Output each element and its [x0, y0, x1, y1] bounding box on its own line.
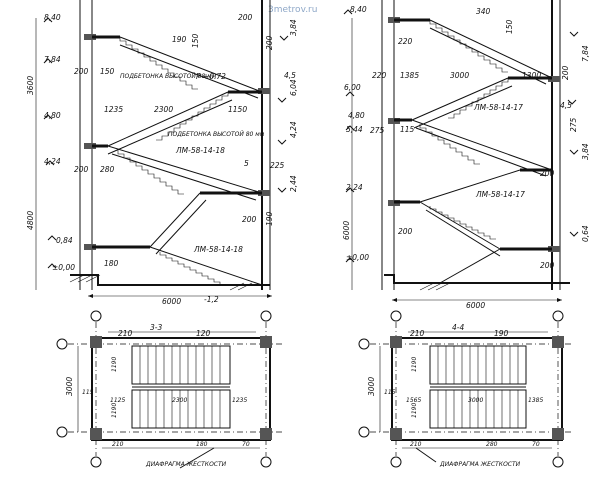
elevation-label: 4,5	[560, 101, 572, 110]
plan-caption: ДИАФРАГМА ЖЕСТКОСТИ	[439, 461, 521, 468]
dimension: 1235	[232, 397, 247, 404]
dimension: 200	[561, 65, 570, 80]
plan-left: 3-3 210 120 3000 1190 1190 115 1125 2300…	[56, 310, 282, 469]
dimension: 190	[494, 329, 509, 338]
dimension: 200	[74, 67, 89, 76]
elevation-label: 4,24	[44, 157, 61, 166]
dimension: 190	[265, 211, 274, 226]
dimension: 3000	[367, 377, 376, 396]
elevation-label: 3,84	[581, 143, 590, 160]
elevation-label: 4,80	[348, 111, 365, 120]
dimension: 1565	[406, 397, 421, 404]
dimension: 70	[242, 441, 250, 448]
dimension: 1190	[111, 403, 118, 418]
plan-title: 4-4	[452, 323, 464, 332]
dimension: 225	[270, 161, 285, 170]
elevation-label: 6,04	[289, 79, 298, 96]
dimension: 150	[191, 33, 200, 48]
elevation-label: 7,84	[44, 55, 61, 64]
dimension: 220	[398, 37, 413, 46]
dimension: 200	[238, 13, 253, 22]
march-label: ЛМ-58-14-18	[175, 146, 225, 155]
dimension: 4,5	[284, 71, 296, 80]
dimension-vertical: 3600	[26, 76, 35, 95]
dimension: 2300	[154, 105, 173, 114]
elevation-label: 3,84	[289, 19, 298, 36]
elevation-label: 0,84	[56, 236, 73, 245]
march-label: Р +0.72	[196, 72, 226, 81]
elevation-label: 5,44	[346, 125, 363, 134]
elevation-label: ±0,00	[346, 253, 369, 262]
dimension: 180	[196, 441, 208, 448]
plan-right: 4-4 210 190 3000 1190 1190 115 1565 3000…	[358, 310, 574, 468]
elevation-label: 2,24	[346, 183, 363, 192]
elevation-label: 4,24	[289, 121, 298, 138]
dimension: 1125	[110, 397, 125, 404]
elevation-label: 0,64	[581, 225, 590, 242]
march-label: ЛМ-58-14-18	[193, 245, 243, 254]
dimension: 340	[476, 7, 491, 16]
dimension: 1385	[400, 71, 419, 80]
elevation-label: 2,44	[289, 175, 298, 192]
dimension: 1150	[228, 105, 247, 114]
span-dimension: 6000	[162, 297, 181, 306]
elevation-label: 8,40	[44, 13, 61, 22]
dimension: 275	[569, 117, 578, 132]
dimension: 1190	[411, 357, 418, 372]
elevation-label: 6,00	[344, 83, 361, 92]
dimension: 120	[196, 329, 211, 338]
dimension: 1385	[528, 397, 543, 404]
dimension: 200	[265, 35, 274, 50]
note-label: ПОДБЕТОНКА ВЫСОТОЙ 80 мм	[168, 131, 265, 138]
march-label: ЛМ-58-14-17	[473, 103, 523, 112]
dimension: 115	[400, 125, 415, 134]
dimension: 210	[410, 441, 422, 448]
elevation-label: 4,80	[44, 111, 61, 120]
dimension: 70	[532, 441, 540, 448]
elevation-label: -1,2	[204, 295, 219, 304]
span-dimension: 6000	[466, 301, 485, 310]
dimension: 115	[384, 389, 396, 396]
dimension: 1300	[522, 71, 541, 80]
watermark-text: 3metrov.ru	[268, 5, 317, 15]
dimension: 115	[82, 389, 94, 396]
plan-caption: ДИАФРАГМА ЖЕСТКОСТИ	[145, 461, 227, 468]
dimension-vertical: 6000	[342, 221, 351, 240]
plan-title: 3-3	[150, 323, 162, 332]
dimension: 200	[540, 261, 555, 270]
dimension: 3000	[450, 71, 469, 80]
elevation-label: ±0,00	[52, 263, 75, 272]
dimension: 210	[118, 329, 133, 338]
section-right: 8,40 6,00 5,44 4,80 2,24 ±0,00 7,84 4,5 …	[342, 0, 590, 310]
march-label: ЛМ-58-14-17	[475, 190, 525, 199]
dimension: 150	[505, 19, 514, 34]
elevation-label: 8,40	[350, 5, 367, 14]
dimension: 280	[100, 165, 115, 174]
dimension: 3000	[65, 377, 74, 396]
dimension: 1235	[104, 105, 123, 114]
dimension: 180	[104, 259, 119, 268]
dimension: 200	[540, 169, 555, 178]
dimension: 5	[244, 159, 249, 168]
dimension: 220	[372, 71, 387, 80]
dimension: 2300	[172, 397, 187, 404]
dimension: 200	[74, 165, 89, 174]
dimension-vertical: 4800	[26, 211, 35, 230]
dimension: 280	[486, 441, 498, 448]
dimension: 1190	[111, 357, 118, 372]
dimension: 1190	[411, 403, 418, 418]
dimension: 210	[410, 329, 425, 338]
note-label: ПОДБЕТОНКА ВЫСОТОЙ 88 мм	[120, 73, 217, 80]
section-left: 8,40 7,84 4,80 4,24 0,84 ±0,00 3,84 6,04…	[26, 0, 298, 306]
dimension: 200	[242, 215, 257, 224]
dimension: 210	[112, 441, 124, 448]
dimension: 3000	[468, 397, 483, 404]
dimension: 190	[172, 35, 187, 44]
dimension: 275	[370, 126, 385, 135]
dimension: 200	[398, 227, 413, 236]
dimension: 150	[100, 67, 115, 76]
elevation-label: 7,84	[581, 45, 590, 62]
